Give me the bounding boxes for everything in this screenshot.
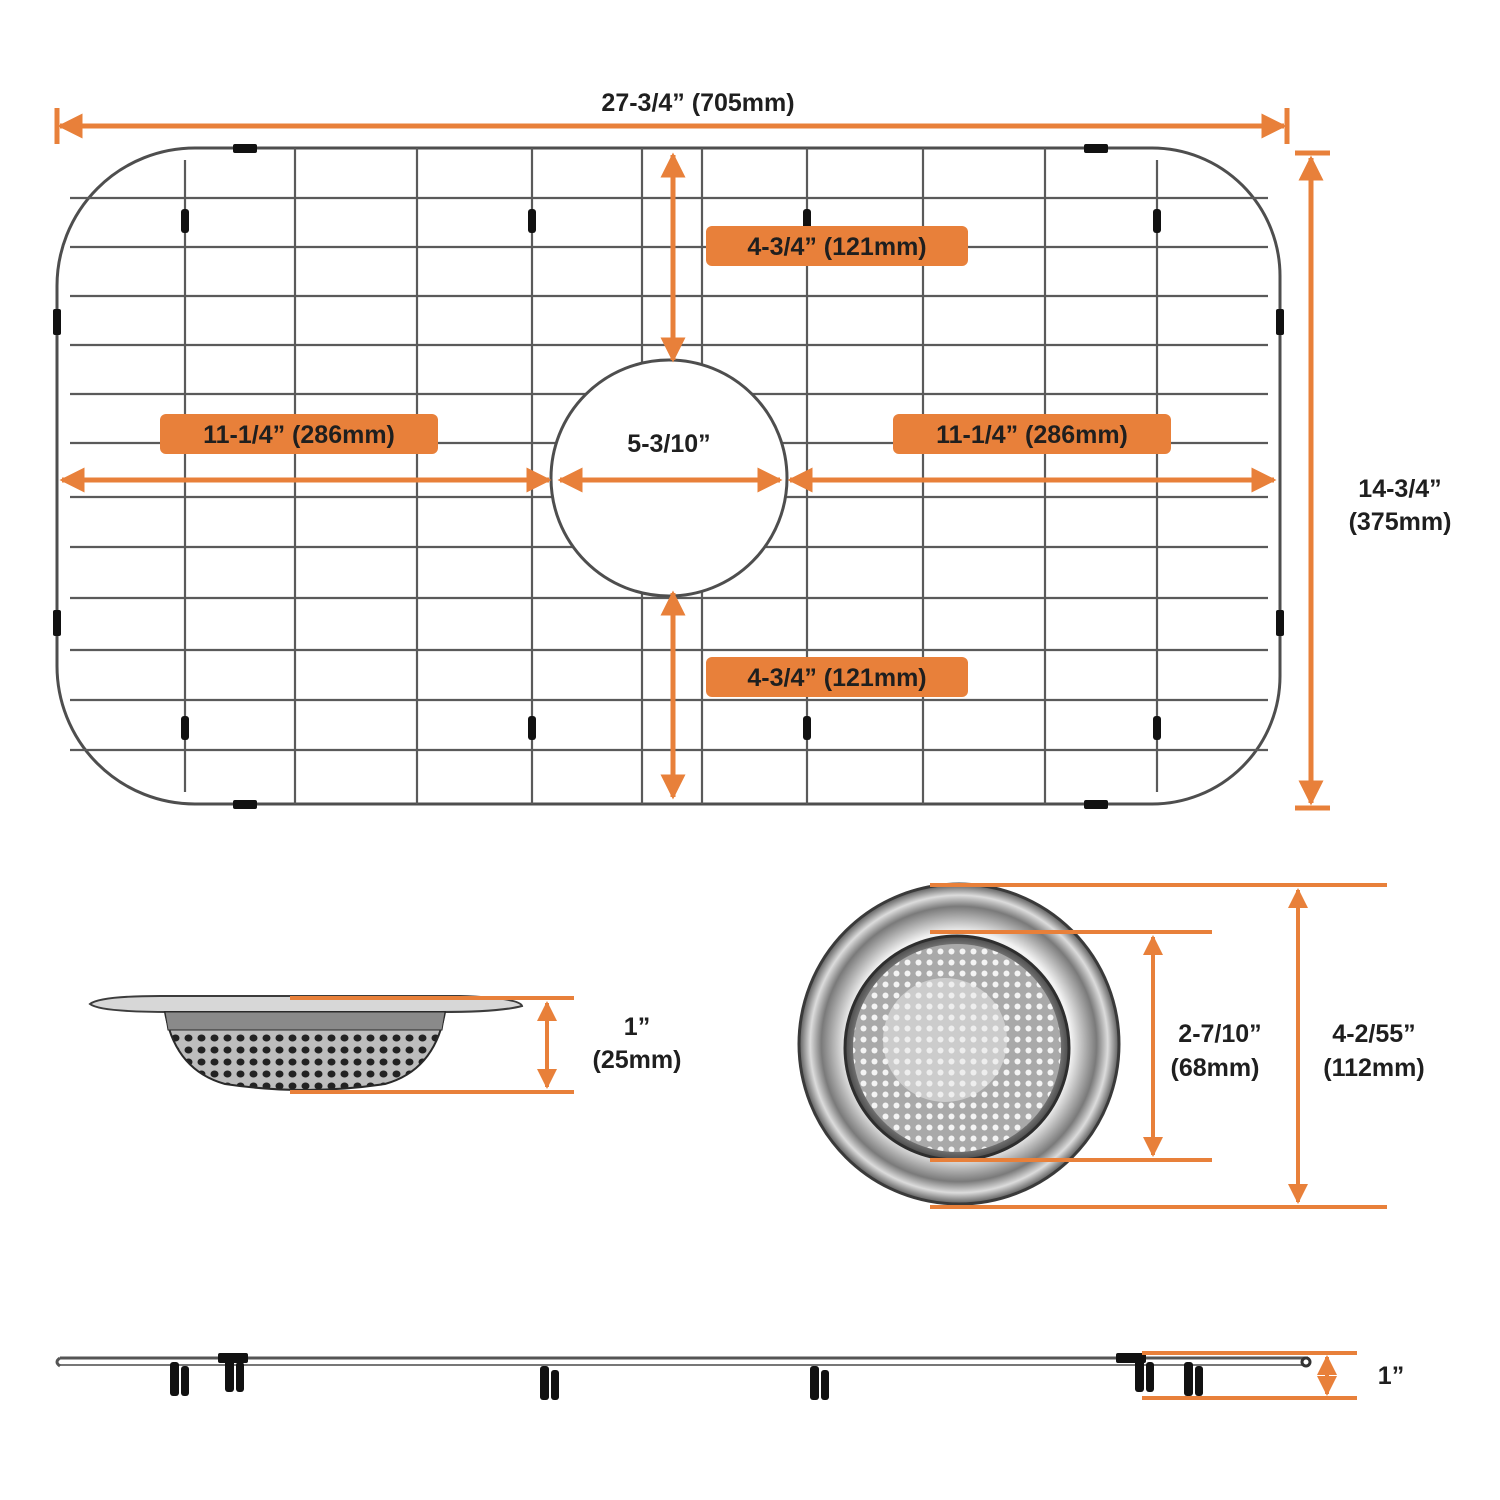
profile-foot [540, 1366, 549, 1400]
strainer-top-icon [797, 882, 1121, 1206]
grid-side-bumper [1276, 610, 1284, 636]
grid-height-label-in: 14-3/4” [1358, 475, 1441, 503]
dimension-lines [54, 108, 1330, 811]
hole-diameter-label: 5-3/10” [627, 430, 710, 458]
grid-side-bumper [53, 610, 61, 636]
profile-feet [170, 1353, 1203, 1400]
profile-foot [236, 1362, 244, 1392]
profile-bumper [218, 1353, 248, 1363]
hole-to-right-label: 11-1/4” (286mm) [936, 421, 1128, 449]
top-to-hole-label: 4-3/4” (121mm) [747, 233, 926, 261]
profile-bumper [1116, 1353, 1146, 1363]
left-to-hole-label: 11-1/4” (286mm) [203, 421, 395, 449]
grid-frame [55, 146, 1282, 806]
grid-profile-icon [55, 1353, 1312, 1400]
profile-left-end [55, 1356, 61, 1368]
grid-foot [181, 716, 189, 740]
strainer-depth-dim [290, 996, 574, 1094]
hole-to-bottom-box [706, 657, 968, 697]
profile-foot [1195, 1366, 1203, 1396]
grid-foot [528, 716, 536, 740]
strainer-side-band [164, 1011, 446, 1031]
grid-height-label-mm: (375mm) [1349, 508, 1452, 536]
profile-right-end [1300, 1356, 1312, 1368]
grid-foot [803, 716, 811, 740]
grid-width-label: 27-3/4” (705mm) [601, 89, 794, 117]
grid-foot [1153, 716, 1161, 740]
profile-foot [1184, 1362, 1193, 1396]
label-boxes [160, 226, 1171, 697]
basket-diameter-label-in: 2-7/10” [1178, 1020, 1261, 1048]
grid-bumper [233, 800, 257, 809]
grid-side-bumper [53, 309, 61, 335]
profile-foot [225, 1358, 234, 1392]
profile-foot [810, 1366, 819, 1400]
grid-bumper [233, 144, 257, 153]
grid-feet [53, 144, 1284, 809]
profile-foot [821, 1370, 829, 1400]
strainer-depth-label-in: 1” [624, 1013, 650, 1041]
strainer-depth-label-mm: (25mm) [593, 1046, 682, 1074]
strainer-diameter-label-mm: (112mm) [1323, 1054, 1424, 1082]
strainer-center [883, 978, 1007, 1102]
sink-grid-icon [53, 144, 1284, 809]
profile-foot [551, 1370, 559, 1400]
hole-to-bottom-label: 4-3/4” (121mm) [747, 664, 926, 692]
grid-foot [181, 209, 189, 233]
profile-foot [1146, 1362, 1154, 1392]
grid-bumper [1084, 144, 1108, 153]
left-to-hole-box [160, 414, 438, 454]
profile-foot [1135, 1358, 1144, 1392]
grid-profile-height-label: 1” [1378, 1362, 1404, 1390]
grid-foot [528, 209, 536, 233]
hole-to-right-box [893, 414, 1171, 454]
strainer-diameter-label-in: 4-2/55” [1332, 1020, 1415, 1048]
profile-height-dim [1142, 1351, 1357, 1400]
grid-foot [1153, 209, 1161, 233]
grid-bumper [1084, 800, 1108, 809]
strainer-diameter-dims [930, 883, 1387, 1209]
top-to-hole-box [706, 226, 968, 266]
profile-foot [181, 1366, 189, 1396]
profile-foot [170, 1362, 179, 1396]
strainer-side-basket [163, 1011, 447, 1091]
strainer-side-icon [88, 995, 524, 1091]
grid-side-bumper [1276, 309, 1284, 335]
basket-diameter-label-mm: (68mm) [1171, 1054, 1260, 1082]
